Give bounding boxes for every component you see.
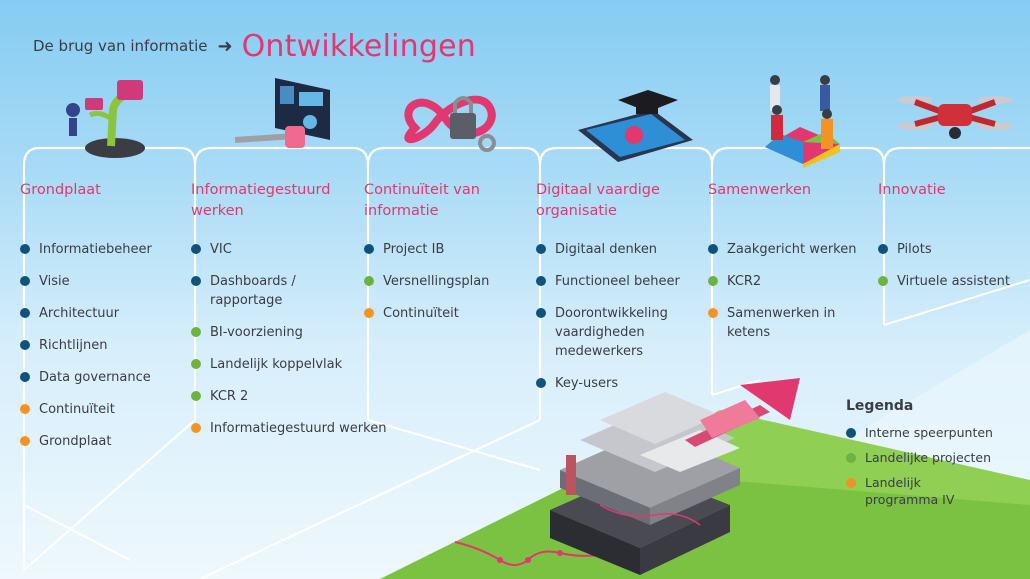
padlock-infinity-icon <box>404 95 496 152</box>
programma-dot-icon <box>191 423 201 433</box>
list-item: Visie <box>20 272 190 291</box>
list-item: Architectuur <box>20 304 190 323</box>
programma-dot-icon <box>364 308 374 318</box>
column-title: Samenwerken <box>708 182 812 198</box>
list-item: Doorontwikkeling vaardigheden medewerker… <box>536 304 706 361</box>
legend-item: Landelijk programma IV <box>846 474 965 508</box>
list-item: Informatiegestuurd werken <box>191 419 386 438</box>
legend-item: Interne speerpunten <box>846 424 1016 441</box>
column-list: Digitaal denken Functioneel beheer Dooro… <box>536 240 706 393</box>
column-list: Zaakgericht werken KCR2 Samenwerken in k… <box>708 240 878 342</box>
page-header: De brug van informatie ➜ Ontwikkelingen <box>33 28 476 64</box>
page-title: Ontwikkelingen <box>241 28 476 64</box>
list-item: Data governance <box>20 368 190 387</box>
column-list: Informatiebeheer Visie Architectuur Rich… <box>20 240 190 451</box>
list-item: Dashboards / rapportage <box>191 272 361 310</box>
list-item: Landelijk koppelvlak <box>191 355 361 374</box>
platform-illustration <box>550 392 740 575</box>
programma-dot-icon <box>708 308 718 318</box>
arrow-right-icon: ➜ <box>217 35 233 57</box>
breadcrumb: De brug van informatie <box>33 37 208 55</box>
column-list: Pilots Virtuele assistent <box>878 240 1030 291</box>
list-item: Samenwerken in ketens <box>708 304 837 342</box>
interne-dot-icon <box>536 244 546 254</box>
projecten-dot-icon <box>708 276 718 286</box>
legend-title: Legenda <box>846 398 914 414</box>
column-list: VIC Dashboards / rapportage BI-voorzieni… <box>191 240 386 438</box>
projecten-dot-icon <box>191 359 201 369</box>
pink-arrow-illustration <box>685 378 800 447</box>
projecten-dot-icon <box>191 391 201 401</box>
list-item: BI-voorziening <box>191 323 361 342</box>
column-grondplaat: Grondplaat Informatiebeheer Visie Archit… <box>20 180 190 464</box>
list-item: Key-users <box>536 374 706 393</box>
list-item: Informatiebeheer <box>20 240 190 259</box>
list-item: Richtlijnen <box>20 336 190 355</box>
interne-dot-icon <box>708 244 718 254</box>
dashboard-wrench-icon <box>234 78 330 148</box>
interne-dot-icon <box>536 378 546 388</box>
list-item: Functioneel beheer <box>536 272 706 291</box>
list-item: Zaakgericht werken <box>708 240 878 259</box>
interne-dot-icon <box>364 244 374 254</box>
interne-dot-icon <box>20 340 30 350</box>
projecten-dot-icon <box>364 276 374 286</box>
list-item: Versnellingsplan <box>364 272 534 291</box>
projecten-dot-icon <box>191 327 201 337</box>
list-item: VIC <box>191 240 361 259</box>
legend: Legenda Interne speerpunten Landelijke p… <box>846 398 1016 516</box>
column-samenwerken: Samenwerken Zaakgericht werken KCR2 Same… <box>708 180 878 355</box>
list-item: KCR 2 <box>191 387 361 406</box>
list-item: Digitaal denken <box>536 240 706 259</box>
column-continuiteit: Continuïteit van informatie Project IB V… <box>364 180 534 336</box>
column-title: Grondplaat <box>20 182 101 198</box>
interne-dot-icon <box>536 276 546 286</box>
list-item: Continuïteit <box>364 304 534 323</box>
list-item: Virtuele assistent <box>878 272 1030 291</box>
tablet-graduation-cap-icon <box>578 90 693 162</box>
column-list: Project IB Versnellingsplan Continuïteit <box>364 240 534 323</box>
column-digitaal-vaardig: Digitaal vaardige organisatie Digitaal d… <box>536 180 706 406</box>
list-item: Continuïteit <box>20 400 190 419</box>
list-item: Grondplaat <box>20 432 190 451</box>
legend-item: Landelijke projecten <box>846 449 1016 466</box>
column-title: Continuïteit van informatie <box>364 182 480 219</box>
column-innovatie: Innovatie Pilots Virtuele assistent <box>878 180 1030 304</box>
list-item: KCR2 <box>708 272 878 291</box>
interne-dot-icon <box>20 276 30 286</box>
interne-dot-icon <box>878 244 888 254</box>
column-title: Informatiegestuurd werken <box>191 182 331 219</box>
plant-tree-icon <box>66 80 145 158</box>
interne-dot-icon <box>191 276 201 286</box>
drone-icon <box>897 96 1013 139</box>
projecten-dot-icon <box>846 453 856 463</box>
interne-dot-icon <box>846 428 856 438</box>
column-informatiegestuurd-werken: Informatiegestuurd werken VIC Dashboards… <box>191 180 386 451</box>
column-title: Innovatie <box>878 182 946 198</box>
interne-dot-icon <box>191 244 201 254</box>
programma-dot-icon <box>846 478 856 488</box>
list-item: Pilots <box>878 240 1030 259</box>
interne-dot-icon <box>20 372 30 382</box>
projecten-dot-icon <box>878 276 888 286</box>
programma-dot-icon <box>20 436 30 446</box>
column-title: Digitaal vaardige organisatie <box>536 182 660 219</box>
interne-dot-icon <box>20 244 30 254</box>
list-item: Project IB <box>364 240 534 259</box>
interne-dot-icon <box>536 308 546 318</box>
people-puzzle-icon <box>765 75 840 168</box>
interne-dot-icon <box>20 308 30 318</box>
programma-dot-icon <box>20 404 30 414</box>
